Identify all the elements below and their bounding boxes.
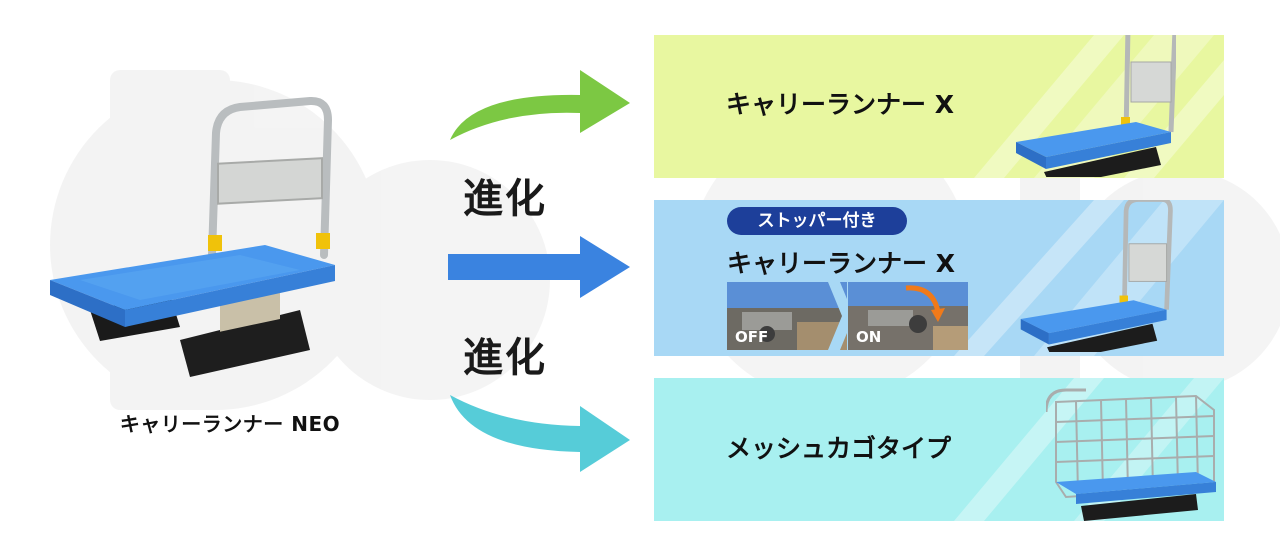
handcart-folding-icon xyxy=(1016,35,1176,177)
mesh-basket-cart-icon xyxy=(1046,388,1216,521)
stopper-on-label: ON xyxy=(856,328,882,346)
evolution-label-1: 進化 xyxy=(463,176,547,222)
variant-card-x: キャリーランナー X xyxy=(654,35,1224,178)
variant-title-1: キャリーランナー X xyxy=(726,90,954,119)
handcart-folding-icon xyxy=(1020,200,1173,352)
stopper-off-photo: OFF xyxy=(727,282,847,350)
stopper-badge: ストッパー付き xyxy=(727,207,907,235)
carry-runner-neo-image xyxy=(50,96,335,377)
stopper-off-label: OFF xyxy=(735,328,769,346)
arrow-blue-icon xyxy=(448,236,630,298)
variant-card-mesh: メッシュカゴタイプ xyxy=(654,378,1224,521)
arrow-green-icon xyxy=(450,70,630,140)
arrow-cyan-icon xyxy=(450,395,630,472)
stopper-on-photo: ON xyxy=(848,282,968,350)
variant-title-2: キャリーランナー X xyxy=(727,249,955,278)
evolution-label-2: 進化 xyxy=(463,335,547,381)
base-product-name: キャリーランナー NEO xyxy=(119,412,341,436)
variant-title-3: メッシュカゴタイプ xyxy=(726,434,952,463)
